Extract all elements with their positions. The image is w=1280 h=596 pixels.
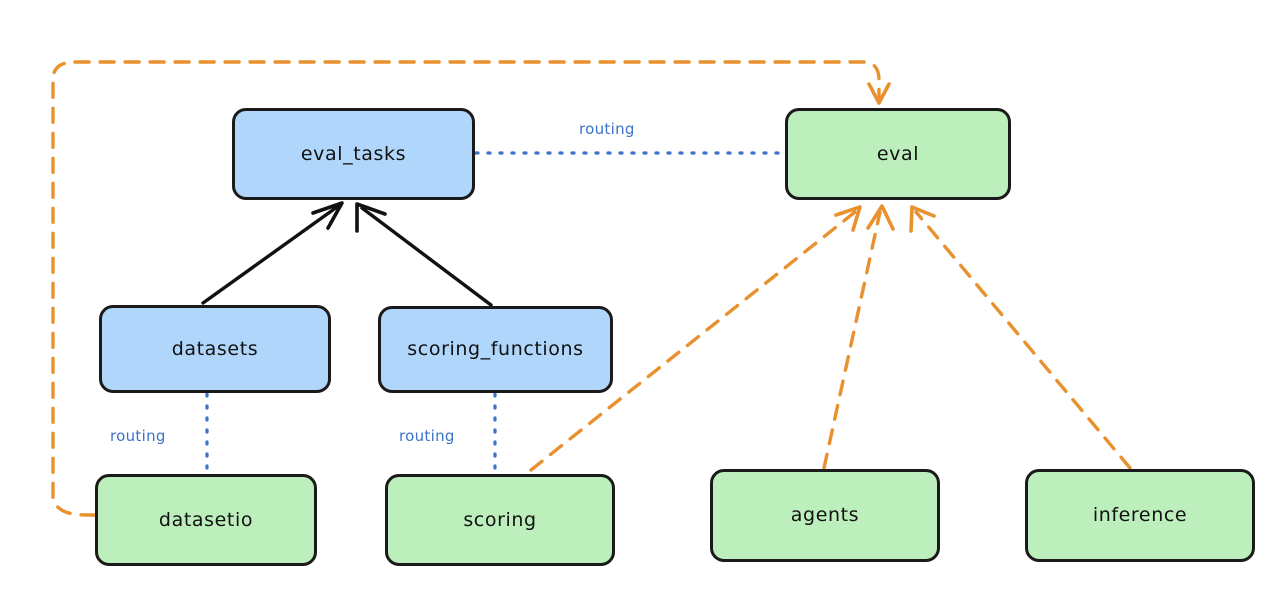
node-scoring-functions[interactable]: scoring_functions [378, 306, 613, 393]
edge-inference-to-eval [909, 205, 1132, 470]
node-datasetio[interactable]: datasetio [95, 474, 317, 566]
node-label-eval-tasks: eval_tasks [300, 142, 407, 165]
node-label-inference: inference [1092, 504, 1188, 526]
node-eval-tasks[interactable]: eval_tasks [232, 108, 475, 200]
edge-label-routing-eval-tasks-to-eval: routing [579, 120, 635, 138]
node-agents[interactable]: agents [710, 469, 940, 562]
edge-datasetio-to-eval [51, 60, 891, 517]
node-scoring[interactable]: scoring [385, 474, 615, 566]
node-label-agents: agents [790, 504, 860, 526]
node-label-scoring-functions: scoring_functions [407, 338, 584, 360]
node-label-datasetio: datasetio [158, 508, 254, 531]
edge-datasets-to-eval-tasks [201, 201, 344, 305]
node-label-eval: eval [876, 142, 920, 165]
node-datasets[interactable]: datasets [99, 305, 331, 393]
edge-agents-to-eval [822, 204, 895, 470]
node-inference[interactable]: inference [1025, 469, 1255, 562]
edge-label-routing-scoring-functions-to-scoring: routing [399, 427, 455, 445]
node-eval[interactable]: eval [785, 108, 1011, 200]
edge-scoring-to-eval [529, 205, 862, 472]
edge-label-routing-datasets-to-datasetio: routing [110, 427, 166, 445]
node-label-scoring: scoring [463, 508, 537, 531]
edge-scoring-functions-to-eval-tasks [355, 202, 493, 307]
node-label-datasets: datasets [171, 337, 259, 360]
